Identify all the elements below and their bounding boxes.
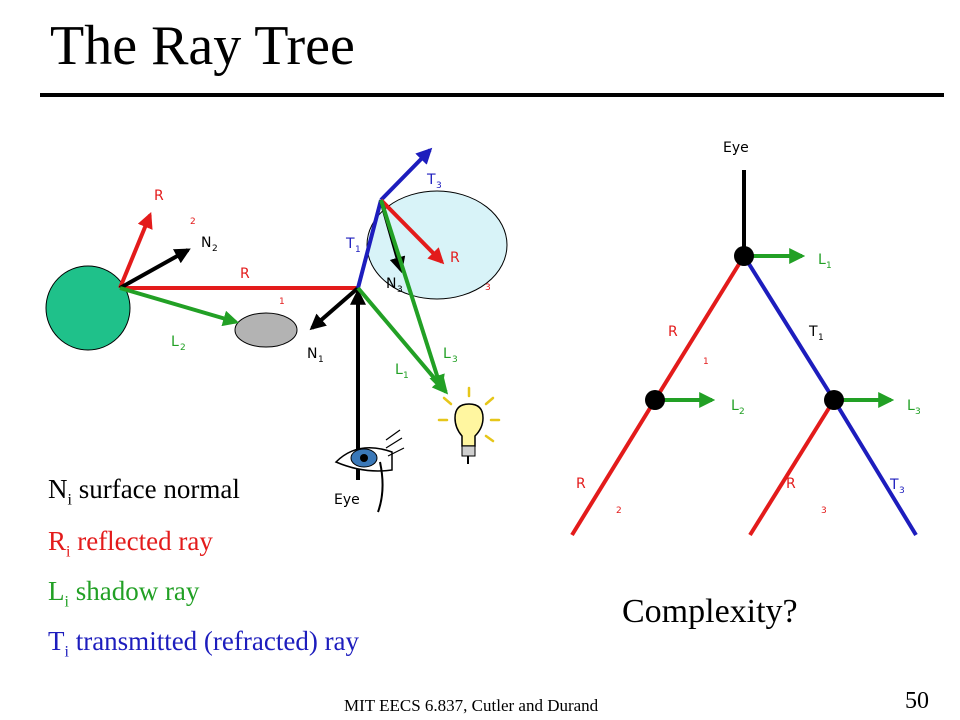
label-r3-main: R [450,250,460,266]
scene-diagram: R 2 N 2 R 1 L 2 N 1 T 3 T 1 N 3 R 3 L 3 … [45,147,508,513]
label-r3-sub: 3 [485,283,491,293]
tree-label-t3-sub: 3 [899,486,905,496]
legend-normal-text: surface normal [71,474,240,504]
tree-label-l3-sub: 3 [915,407,921,417]
tree-label-r2-sub: 2 [616,506,622,516]
label-l3-sub: 3 [452,355,458,365]
tree-node-left [645,390,665,410]
slide-footer: MIT EECS 6.837, Cutler and Durand [344,696,599,715]
tree-edge-t1 [742,254,836,402]
label-l1-sub: 1 [403,371,409,381]
scene-eye-label: Eye [334,492,360,508]
label-t1-sub: 1 [355,245,361,255]
tree-label-r1-sub: 1 [703,357,709,367]
complexity-question: Complexity? [622,593,798,630]
label-n2-main: N [201,235,211,251]
label-n1-main: N [307,346,317,362]
gray-ellipsoid [234,312,298,348]
tree-label-r1-main: R [668,324,678,340]
tree-label-r3-main: R [786,476,796,492]
label-r2-main: R [154,188,164,204]
legend-transmitted-symbol: T [48,626,65,656]
legend-transmitted-text: transmitted (refracted) ray [68,626,360,656]
ray-l2 [119,286,240,327]
page-number: 50 [905,688,929,714]
legend-reflected-subscript: i [66,543,71,561]
legend-shadow-symbol: L [48,576,65,606]
ray-l3 [379,199,445,392]
ray-r3 [379,198,445,265]
label-n3-main: N [386,276,396,292]
tree-label-l1-sub: 1 [826,261,832,271]
tree-node-right [824,390,844,410]
label-l2-main: L [171,334,179,350]
tree-edge-r2 [570,398,657,537]
label-l1-main: L [395,362,403,378]
label-n3-sub: 3 [397,285,403,295]
tree-edge-r3 [748,398,836,537]
tree-label-t1-main: T [808,324,818,340]
tree-edge-t3 [832,398,918,537]
label-t3-sub: 3 [436,181,442,191]
label-l3-main: L [443,346,451,362]
label-t1-main: T [345,236,355,252]
legend-shadow: Li shadow ray [48,576,199,611]
tree-node-root [734,246,754,266]
ray-tree: Eye L 1 R 1 T 1 L 2 L 3 R 2 R 3 T 3 [570,140,921,537]
normal-n2 [119,248,191,290]
slide-title: The Ray Tree [50,15,355,77]
legend-reflected-text: reflected ray [70,526,213,556]
legend-reflected: Ri reflected ray [48,526,213,561]
label-r2-sub: 2 [190,217,196,227]
tree-label-l3-main: L [907,398,915,414]
label-r1-main: R [240,266,250,282]
legend-transmitted: Ti transmitted (refracted) ray [48,626,359,661]
ray-r2 [118,212,153,289]
tree-eye-label: Eye [723,140,749,156]
tree-label-t1-sub: 1 [818,333,824,343]
label-t3-main: T [426,172,436,188]
legend-normal: Ni surface normal [48,474,240,509]
legend-normal-subscript: i [67,491,72,509]
legend-shadow-subscript: i [64,593,69,611]
eye-icon [334,429,405,513]
tree-label-l1-main: L [818,252,826,268]
legend-reflected-symbol: R [48,526,67,556]
label-n1-sub: 1 [318,355,324,365]
tree-label-l2-main: L [731,398,739,414]
tree-edge-r1 [653,254,746,402]
label-n2-sub: 2 [212,244,218,254]
title-underline [40,93,944,97]
light-bulb-icon [437,386,501,464]
label-l2-sub: 2 [180,343,186,353]
normal-n1 [309,286,360,331]
legend-transmitted-subscript: i [64,643,69,661]
tree-label-r3-sub: 3 [821,506,827,516]
green-sphere [45,265,131,351]
ray-t1 [356,199,383,289]
legend-normal-symbol: N [48,474,68,504]
ray-t3 [379,147,433,202]
legend-shadow-text: shadow ray [68,576,200,606]
tree-label-t3-main: T [889,477,899,493]
tree-label-r2-main: R [576,476,586,492]
label-r1-sub: 1 [279,297,285,307]
tree-label-l2-sub: 2 [739,407,745,417]
